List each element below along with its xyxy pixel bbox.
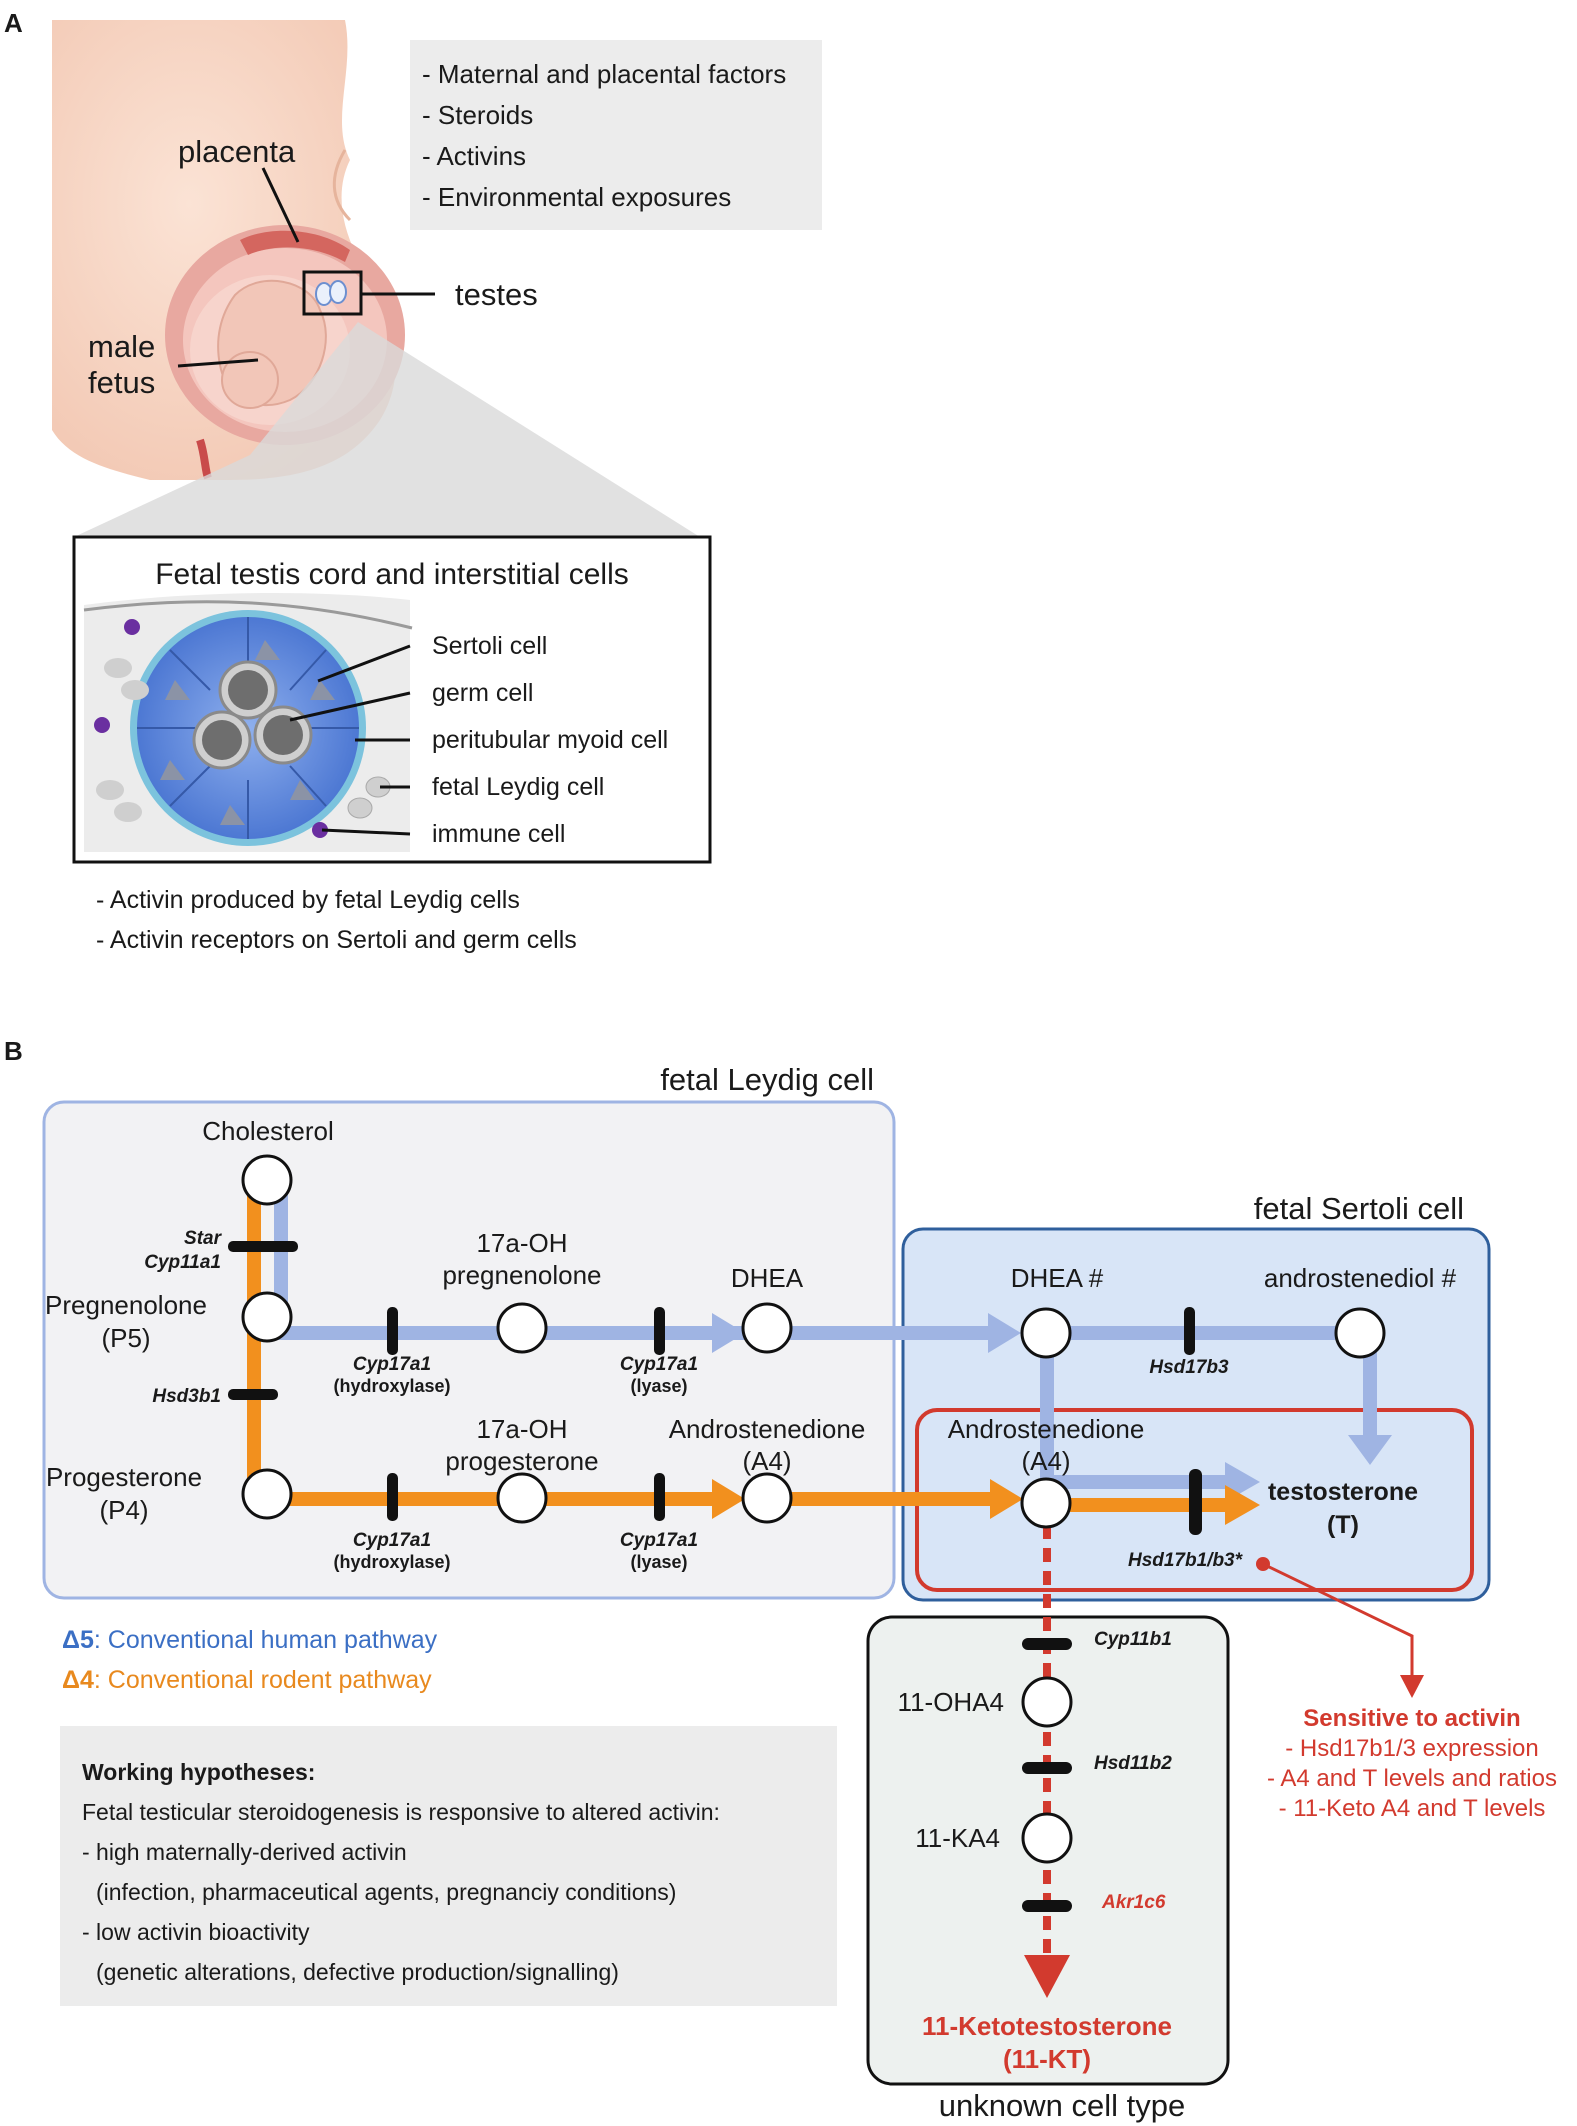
pregnant-body-illustration <box>52 20 700 537</box>
node-androstenediol: androstenediol # <box>1264 1263 1457 1293</box>
sensitive-item-1: - Hsd17b1/3 expression <box>1285 1735 1538 1762</box>
enzyme-cyp17a1-hydrox-bottom: Cyp17a1 <box>353 1530 431 1551</box>
factor-2: - Steroids <box>422 100 533 130</box>
fetus-label: fetus <box>88 365 155 400</box>
inset-pointers <box>289 644 411 836</box>
inset-title: Fetal testis cord and interstitial cells <box>155 558 629 591</box>
sensitive-item-2: - A4 and T levels and ratios <box>1267 1765 1557 1792</box>
panel-b-label: B <box>4 1036 23 1066</box>
cell-label-germ: germ cell <box>432 679 533 707</box>
hypothesis-line-4: - low activin bioactivity <box>82 1919 310 1945</box>
factor-3: - Activins <box>422 141 526 171</box>
factor-1: - Maternal and placental factors <box>422 59 786 89</box>
node-cholesterol: Cholesterol <box>202 1116 334 1146</box>
legend-delta4: Δ4: Conventional rodent pathway <box>62 1666 432 1694</box>
node-p4-line1: Progesterone <box>46 1462 202 1492</box>
node-a4-sertoli-line1: Androstenedione <box>948 1414 1145 1444</box>
enzyme-hsd17b3: Hsd17b3 <box>1149 1357 1229 1378</box>
activin-connector <box>1256 1557 1424 1698</box>
node-11-kt-line2: (11-KT) <box>1003 2044 1091 2074</box>
enzyme-cyp11a1: Cyp11a1 <box>144 1252 221 1273</box>
enzyme-hydroxylase-top: (hydroxylase) <box>333 1376 450 1396</box>
enzyme-cyp17a1-hydrox-top: Cyp17a1 <box>353 1354 431 1375</box>
enzyme-hydroxylase-bottom: (hydroxylase) <box>333 1552 450 1572</box>
placenta-label: placenta <box>178 134 296 169</box>
leydig-cell-title: fetal Leydig cell <box>660 1062 874 1097</box>
enzyme-cyp11b1: Cyp11b1 <box>1094 1629 1172 1650</box>
hypothesis-line-2: - high maternally-derived activin <box>82 1839 407 1865</box>
node-oh-preg-line2: pregnenolone <box>442 1260 601 1290</box>
testis-cord-illustration <box>83 593 413 852</box>
panel-a-label: A <box>4 8 23 38</box>
node-p5-line1: Pregnenolone <box>45 1290 207 1320</box>
eleven-oxy-pathway <box>1024 1525 1070 1998</box>
hypothesis-line-5: (genetic alterations, defective producti… <box>96 1959 619 1985</box>
legend-delta5-text: : Conventional human pathway <box>94 1626 438 1654</box>
node-11-oha4: 11-OHA4 <box>898 1687 1004 1717</box>
sensitive-title: Sensitive to activin <box>1303 1705 1520 1732</box>
enzyme-star: Star <box>184 1228 223 1249</box>
node-oh-prog-line1: 17a-OH <box>476 1414 567 1444</box>
fetus-pointer <box>177 358 259 368</box>
hypothesis-line-1: Fetal testicular steroidogenesis is resp… <box>82 1799 720 1825</box>
factor-4: - Environmental exposures <box>422 182 731 212</box>
node-testosterone-line2: (T) <box>1327 1511 1359 1539</box>
enzyme-hsd3b1: Hsd3b1 <box>152 1386 221 1407</box>
legend-delta5: Δ5: Conventional human pathway <box>62 1626 438 1654</box>
unknown-cell-title: unknown cell type <box>939 2088 1185 2123</box>
legend-delta4-symbol: Δ4 <box>62 1666 94 1694</box>
enzyme-lyase-top: (lyase) <box>630 1376 687 1396</box>
node-testosterone-line1: testosterone <box>1268 1478 1418 1506</box>
enzyme-hsd17b1b3: Hsd17b1/b3* <box>1128 1550 1244 1571</box>
cell-label-leydig: fetal Leydig cell <box>432 773 604 801</box>
enzyme-hsd11b2: Hsd11b2 <box>1094 1753 1172 1774</box>
inset-note-1: - Activin produced by fetal Leydig cells <box>96 886 520 914</box>
male-label: male <box>88 329 155 364</box>
enzyme-bars <box>228 1241 1202 1912</box>
sensitive-item-3: - 11-Keto A4 and T levels <box>1279 1795 1546 1822</box>
inset-note-2: - Activin receptors on Sertoli and germ … <box>96 926 577 954</box>
factors-box <box>410 40 822 230</box>
node-dhea: DHEA <box>731 1263 804 1293</box>
legend-delta4-text: : Conventional rodent pathway <box>94 1666 432 1694</box>
enzyme-akr1c6: Akr1c6 <box>1101 1892 1166 1913</box>
node-dhea-sertoli: DHEA # <box>1011 1263 1104 1293</box>
sertoli-cell-title: fetal Sertoli cell <box>1254 1191 1464 1226</box>
node-11-ka4: 11-KA4 <box>915 1823 1000 1853</box>
metabolite-nodes <box>241 1154 1386 1864</box>
testes-label: testes <box>455 277 538 312</box>
enzyme-cyp17a1-lyase-bottom: Cyp17a1 <box>620 1530 698 1551</box>
node-oh-preg-line1: 17a-OH <box>476 1228 567 1258</box>
node-11-kt-line1: 11-Ketotestosterone <box>922 2011 1172 2041</box>
node-p5-line2: (P5) <box>101 1323 150 1353</box>
node-a4-line2: (A4) <box>742 1446 791 1476</box>
enzyme-cyp17a1-lyase-top: Cyp17a1 <box>620 1354 698 1375</box>
legend-delta5-symbol: Δ5 <box>62 1626 94 1654</box>
placenta-pointer <box>261 167 300 243</box>
node-oh-prog-line2: progesterone <box>445 1446 598 1476</box>
node-a4-line1: Androstenedione <box>669 1414 866 1444</box>
cell-label-immune: immune cell <box>432 820 565 848</box>
cell-label-myoid: peritubular myoid cell <box>432 726 668 754</box>
node-p4-line2: (P4) <box>99 1495 148 1525</box>
enzyme-lyase-bottom: (lyase) <box>630 1552 687 1572</box>
node-a4-sertoli-line2: (A4) <box>1021 1446 1070 1476</box>
hypotheses-box <box>60 1726 837 2006</box>
hypothesis-line-3: (infection, pharmaceutical agents, pregn… <box>96 1879 676 1905</box>
hypotheses-title: Working hypotheses: <box>82 1759 315 1785</box>
cell-label-sertoli: Sertoli cell <box>432 632 547 660</box>
